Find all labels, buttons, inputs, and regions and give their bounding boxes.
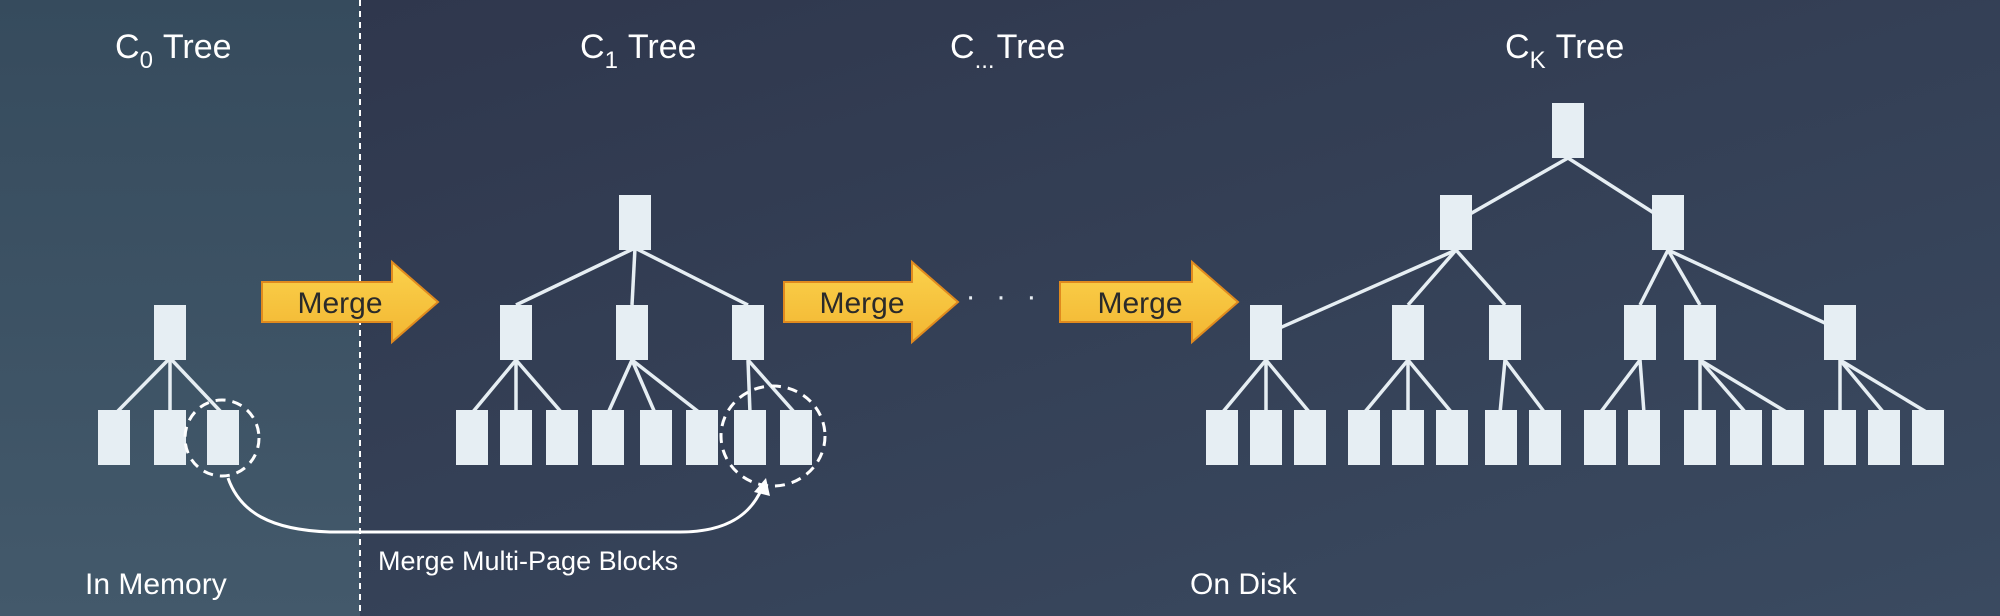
- ck-leaf-node: [1824, 410, 1856, 465]
- on-disk-label: On Disk: [1190, 568, 1298, 601]
- ck-inner-node: [1392, 305, 1424, 360]
- ck-leaf-node: [1485, 410, 1517, 465]
- ck-inner-node: [1489, 305, 1521, 360]
- ck-leaf-node: [1584, 410, 1616, 465]
- c1-leaf-node: [456, 410, 488, 465]
- ck-tree: [1206, 103, 1944, 465]
- cmid-tree-title: C...Tree: [950, 28, 1065, 74]
- ck-leaf-node: [1730, 410, 1762, 465]
- multi-page-merge-path: [226, 477, 770, 534]
- merge-arrow-1: Merge: [261, 259, 440, 345]
- c0-leaf-node: [98, 410, 130, 465]
- ck-inner-node: [1824, 305, 1856, 360]
- merge-arrow-3: Merge: [1059, 259, 1240, 345]
- ellipsis: · · ·: [966, 280, 1043, 313]
- ck-leaf-node: [1250, 410, 1282, 465]
- c1-inner-node: [500, 305, 532, 360]
- ck-leaf-node: [1529, 410, 1561, 465]
- ck-inner-node: [1652, 195, 1684, 250]
- ck-root-node: [1552, 103, 1584, 158]
- c0-root-node: [154, 305, 186, 360]
- ck-leaf-node: [1628, 410, 1660, 465]
- ck-leaf-node: [1772, 410, 1804, 465]
- merge-arrow-2-label: Merge: [819, 287, 904, 320]
- ck-leaf-node: [1436, 410, 1468, 465]
- merge-arrow-1-label: Merge: [297, 287, 382, 320]
- ck-leaf-node: [1684, 410, 1716, 465]
- c1-leaf-node: [686, 410, 718, 465]
- ck-inner-node: [1440, 195, 1472, 250]
- c1-leaf-node: [640, 410, 672, 465]
- c1-leaf-node: [780, 410, 812, 465]
- c0-leaf-node: [207, 410, 239, 465]
- ck-inner-node: [1684, 305, 1716, 360]
- ck-leaf-node: [1206, 410, 1238, 465]
- ck-inner-node: [1624, 305, 1656, 360]
- c1-leaf-node: [592, 410, 624, 465]
- in-memory-label: In Memory: [85, 568, 227, 601]
- ck-leaf-node: [1912, 410, 1944, 465]
- c1-root-node: [619, 195, 651, 250]
- ck-inner-node: [1250, 305, 1282, 360]
- ck-leaf-node: [1868, 410, 1900, 465]
- merge-arrow-2: Merge: [783, 259, 960, 345]
- c1-leaf-node: [546, 410, 578, 465]
- ck-leaf-node: [1294, 410, 1326, 465]
- c1-leaf-node: [734, 410, 766, 465]
- c1-inner-node: [616, 305, 648, 360]
- merge-multi-page-blocks-label: Merge Multi-Page Blocks: [378, 546, 678, 576]
- c1-inner-node: [732, 305, 764, 360]
- ck-leaf-node: [1348, 410, 1380, 465]
- c0-leaf-node: [154, 410, 186, 465]
- ck-leaf-node: [1392, 410, 1424, 465]
- c1-leaf-node: [500, 410, 532, 465]
- merge-path-arrowhead: [754, 478, 770, 496]
- merge-arrow-3-label: Merge: [1097, 287, 1182, 320]
- c1-tree: [456, 195, 827, 488]
- c0-tree: [98, 305, 261, 478]
- c1-target-blocks-circle: [719, 384, 827, 488]
- c0-selected-block-circle: [183, 398, 261, 478]
